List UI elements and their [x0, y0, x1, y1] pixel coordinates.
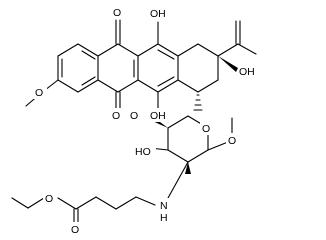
amine-n-label: N	[160, 200, 168, 212]
oh-tertiary-label: OH	[239, 66, 255, 78]
methoxy-o-label: O	[35, 87, 43, 99]
ketone-o-mid-label: O	[112, 110, 120, 122]
ring-o-label: O	[202, 123, 210, 135]
ester-carbonyl-o-label: O	[71, 224, 79, 236]
atom-labels: O OH OH O O OH O O O HO O O N H	[33, 5, 260, 236]
ketone-o-top-label: O	[113, 7, 121, 19]
o-phenol-mid-label: O	[130, 110, 138, 122]
oh-phenol-top-label: OH	[150, 8, 166, 20]
oh-phenol-bottom-label: OH	[150, 110, 166, 122]
ho-sugar-label: HO	[135, 146, 151, 158]
ester-o-label: O	[45, 193, 53, 205]
glycoside-o-label: O	[228, 135, 236, 147]
amine-h-label: H	[160, 212, 168, 224]
